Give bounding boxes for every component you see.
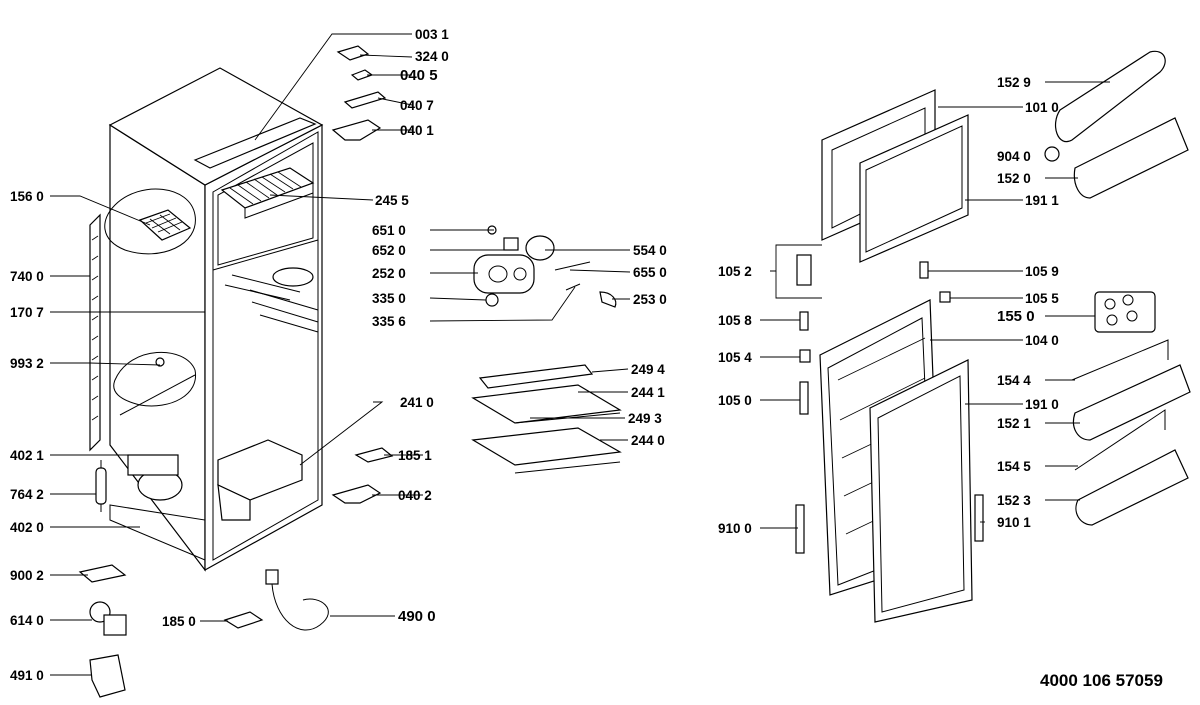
crisper-drawer	[217, 439, 303, 521]
thermostat-assembly	[473, 225, 617, 308]
callout-101-0: 101 0	[1025, 100, 1059, 115]
callout-152-0: 152 0	[997, 171, 1031, 186]
callout-105-0: 105 0	[718, 393, 752, 408]
part-105-4	[799, 349, 811, 363]
ice-tray-inset	[104, 188, 196, 255]
inner-shelf-rails	[224, 274, 319, 333]
callout-105-8: 105 8	[718, 313, 752, 328]
callout-402-1: 402 1	[10, 448, 44, 463]
callout-335-6: 335 6	[372, 314, 406, 329]
callout-040-1: 040 1	[400, 123, 434, 138]
callout-154-5: 154 5	[997, 459, 1031, 474]
callout-491-0: 491 0	[10, 668, 44, 683]
callout-252-0: 252 0	[372, 266, 406, 281]
callout-104-0: 104 0	[1025, 333, 1059, 348]
fridge-cabinet	[108, 67, 324, 572]
callout-241-0: 241 0	[400, 395, 434, 410]
inner-thermostat-housing	[272, 267, 314, 287]
part-910-0	[795, 504, 805, 554]
callout-614-0: 614 0	[10, 613, 44, 628]
callout-490-0: 490 0	[398, 608, 436, 625]
part-105-8	[799, 311, 809, 331]
part-324-0	[336, 45, 370, 61]
callout-152-1: 152 1	[997, 416, 1031, 431]
callout-170-7: 170 7	[10, 305, 44, 320]
callout-652-0: 652 0	[372, 243, 406, 258]
callout-904-0: 904 0	[997, 149, 1031, 164]
callout-244-0: 244 0	[631, 433, 665, 448]
callout-910-1: 910 1	[997, 515, 1031, 530]
part-105-9	[919, 261, 929, 279]
callout-040-7: 040 7	[400, 98, 434, 113]
part-040-1	[331, 119, 382, 141]
compressor	[109, 454, 206, 561]
starter-part	[89, 601, 127, 636]
starter-cover	[89, 654, 126, 698]
callout-249-4: 249 4	[631, 362, 665, 377]
callout-191-1: 191 1	[1025, 193, 1059, 208]
callout-105-9: 105 9	[1025, 264, 1059, 279]
part-105-0	[799, 381, 809, 415]
callout-191-0: 191 0	[1025, 397, 1059, 412]
condenser-coil	[89, 213, 101, 452]
part-105-5	[939, 291, 951, 303]
callout-993-2: 993 2	[10, 356, 44, 371]
callout-185-0: 185 0	[162, 614, 196, 629]
part-185-1	[354, 447, 394, 463]
callout-185-1: 185 1	[398, 448, 432, 463]
callout-040-5: 040 5	[400, 67, 438, 84]
callout-156-0: 156 0	[10, 189, 44, 204]
freezer-wire-shelf	[220, 167, 315, 219]
callout-152-9: 152 9	[997, 75, 1031, 90]
door-balconies	[1044, 50, 1191, 526]
part-910-1	[974, 494, 984, 542]
part-040-7	[343, 91, 387, 109]
callout-249-3: 249 3	[628, 411, 662, 426]
callout-740-0: 740 0	[10, 269, 44, 284]
leader-lines	[50, 33, 1110, 676]
callout-155-0: 155 0	[997, 308, 1035, 325]
part-040-2	[331, 484, 382, 504]
callout-900-2: 900 2	[10, 568, 44, 583]
part-185-0	[223, 611, 264, 629]
callout-152-3: 152 3	[997, 493, 1031, 508]
glass-shelves	[471, 364, 622, 474]
fridge-door	[819, 299, 973, 623]
sensor-inset	[113, 351, 196, 416]
callout-402-0: 402 0	[10, 520, 44, 535]
callout-910-0: 910 0	[718, 521, 752, 536]
callout-244-1: 244 1	[631, 385, 665, 400]
callout-labels: 003 1 324 0 040 5 040 7 040 1 156 0 245 …	[10, 27, 1163, 690]
freezer-door	[821, 89, 969, 263]
callout-105-5: 105 5	[1025, 291, 1059, 306]
callout-554-0: 554 0	[633, 243, 667, 258]
callout-105-2: 105 2	[718, 264, 752, 279]
callout-335-0: 335 0	[372, 291, 406, 306]
callout-651-0: 651 0	[372, 223, 406, 238]
document-number: 4000 106 57059	[1040, 671, 1163, 690]
dryer-filter	[95, 460, 107, 512]
part-105-2	[796, 254, 812, 286]
callout-003-1: 003 1	[415, 27, 449, 42]
callout-245-5: 245 5	[375, 193, 409, 208]
callout-253-0: 253 0	[633, 292, 667, 307]
relay-part	[78, 564, 127, 583]
power-cord	[265, 569, 329, 631]
callout-655-0: 655 0	[633, 265, 667, 280]
callout-105-4: 105 4	[718, 350, 752, 365]
callout-764-2: 764 2	[10, 487, 44, 502]
callout-040-2: 040 2	[398, 488, 432, 503]
callout-324-0: 324 0	[415, 49, 449, 64]
callout-154-4: 154 4	[997, 373, 1031, 388]
